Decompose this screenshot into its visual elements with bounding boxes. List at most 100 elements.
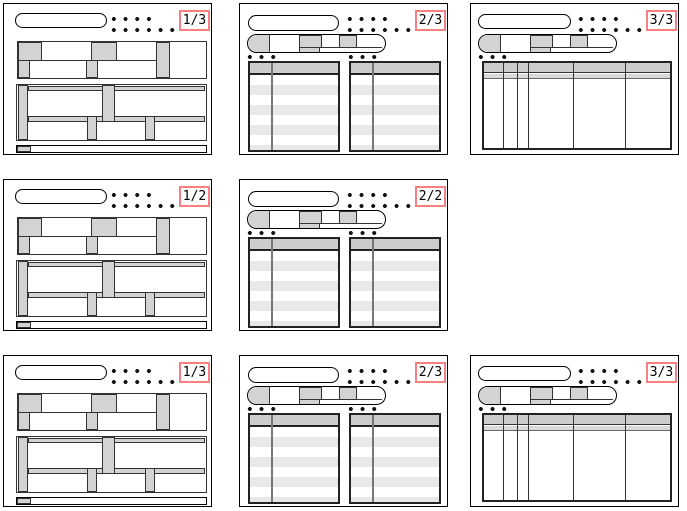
page-thumbnail-6[interactable]: 1/3 <box>3 355 212 507</box>
ellipsis-dots-icon <box>108 28 178 32</box>
toolbar-pill <box>247 34 386 53</box>
content-block-rows <box>16 84 207 141</box>
ellipsis-dots-icon <box>475 407 510 411</box>
table-column-divider <box>517 63 518 148</box>
table-placeholder <box>248 413 340 504</box>
toolbar-button-block <box>299 47 320 52</box>
page-indicator-badge: 2/3 <box>415 362 446 383</box>
page-indicator-badge: 1/2 <box>179 186 210 207</box>
ellipsis-dots-icon <box>244 55 279 59</box>
page-thumbnail-5[interactable]: 2/2 <box>239 179 448 331</box>
table-column-divider <box>503 63 504 148</box>
table-body-stripes <box>250 429 338 502</box>
placeholder-block <box>18 236 30 254</box>
table-column-divider <box>573 415 574 500</box>
placeholder-bar <box>145 116 155 140</box>
page-thumbnail-2[interactable]: 2/3 <box>239 3 448 155</box>
content-block-grid <box>17 41 207 79</box>
page-indicator-badge: 2/2 <box>415 186 446 207</box>
table-column-divider <box>625 63 626 148</box>
placeholder-bar <box>102 437 115 474</box>
table-header <box>351 239 439 251</box>
toolbar-cap-block <box>479 35 501 52</box>
placeholder-bar <box>18 437 28 492</box>
table-column-divider <box>372 63 374 150</box>
table-column-divider <box>625 415 626 500</box>
toolbar-button-block <box>339 387 357 400</box>
page-indicator-badge: 1/3 <box>179 10 210 31</box>
ellipsis-dots-icon <box>344 369 391 373</box>
placeholder-strip <box>28 86 205 91</box>
table-body-stripes <box>250 253 338 326</box>
content-block-grid <box>17 393 207 431</box>
placeholder-block <box>18 394 42 413</box>
table-header <box>250 415 338 427</box>
page-thumbnail-8[interactable]: 3/3 <box>470 355 679 507</box>
placeholder-bar <box>102 261 115 298</box>
page-indicator-badge: 2/3 <box>415 10 446 31</box>
ellipsis-dots-icon <box>344 28 414 32</box>
page-indicator-text: 2/3 <box>418 365 443 380</box>
ellipsis-dots-icon <box>108 204 178 208</box>
table-placeholder <box>482 61 672 150</box>
page-thumbnail-3[interactable]: 3/3 <box>470 3 679 155</box>
table-column-divider <box>528 415 529 500</box>
table-header <box>250 239 338 251</box>
footer-bar <box>16 497 207 505</box>
placeholder-bar <box>145 468 155 492</box>
page-indicator-badge: 3/3 <box>646 10 677 31</box>
page-indicator-text: 3/3 <box>649 13 674 28</box>
table-column-divider <box>573 63 574 148</box>
table-header <box>351 415 439 427</box>
placeholder-strip <box>28 262 205 267</box>
table-column-divider <box>271 239 273 326</box>
ellipsis-dots-icon <box>575 28 645 32</box>
table-column-divider <box>271 63 273 150</box>
ellipsis-dots-icon <box>345 231 380 235</box>
toolbar-pill <box>247 210 386 229</box>
title-placeholder-pill <box>15 365 107 380</box>
title-placeholder-pill <box>15 189 107 204</box>
table-subheader-strip <box>484 426 670 431</box>
ellipsis-dots-icon <box>344 193 391 197</box>
table-placeholder <box>248 237 340 328</box>
placeholder-block <box>18 42 42 61</box>
page-thumbnail-1[interactable]: 1/3 <box>3 3 212 155</box>
page-indicator-text: 1/3 <box>182 13 207 28</box>
placeholder-block <box>156 394 170 430</box>
table-subheader-strip <box>484 74 670 79</box>
content-block-rows <box>16 260 207 317</box>
placeholder-bar <box>87 468 97 492</box>
page-indicator-text: 2/3 <box>418 13 443 28</box>
toolbar-cap-block <box>479 387 501 404</box>
page-thumbnail-7[interactable]: 2/3 <box>239 355 448 507</box>
footer-bar <box>16 145 207 153</box>
toolbar-cap-block <box>248 211 270 228</box>
ellipsis-dots-icon <box>345 55 380 59</box>
table-column-divider <box>503 415 504 500</box>
content-block-grid <box>17 217 207 255</box>
page-indicator-badge: 3/3 <box>646 362 677 383</box>
toolbar-cap-block <box>248 387 270 404</box>
title-placeholder-pill <box>248 367 339 383</box>
footer-chip <box>17 146 31 152</box>
ellipsis-dots-icon <box>108 17 155 21</box>
placeholder-block <box>91 394 117 413</box>
ellipsis-dots-icon <box>108 380 178 384</box>
page-thumbnail-4[interactable]: 1/2 <box>3 179 212 331</box>
placeholder-bar <box>87 116 97 140</box>
table-column-divider <box>372 239 374 326</box>
title-placeholder-pill <box>15 13 107 28</box>
toolbar-pill <box>478 386 617 405</box>
ellipsis-dots-icon <box>345 407 380 411</box>
page-indicator-text: 2/2 <box>418 189 443 204</box>
table-body-stripes <box>250 77 338 150</box>
page-indicator-text: 1/2 <box>182 189 207 204</box>
table-placeholder <box>248 61 340 152</box>
placeholder-strip <box>28 292 205 298</box>
table-header <box>351 63 439 75</box>
row-divider <box>18 60 156 61</box>
placeholder-block <box>86 60 98 78</box>
toolbar-button-block <box>339 211 357 224</box>
